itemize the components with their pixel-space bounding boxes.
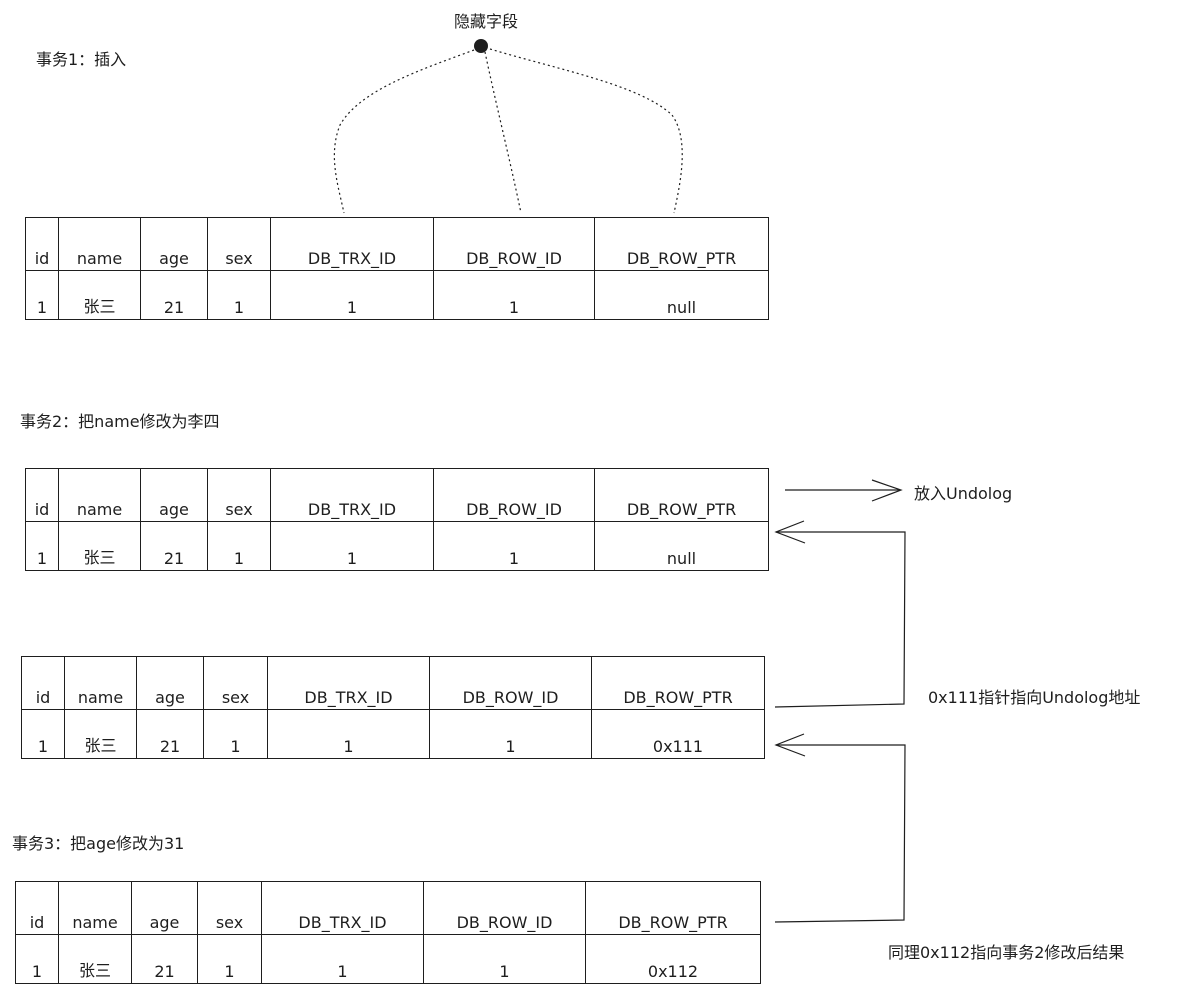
record-table-tx1: id name age sex DB_TRX_ID DB_ROW_ID DB_R…	[25, 217, 769, 320]
col-header-id: id	[15, 881, 59, 935]
col-header-name: name	[58, 468, 141, 522]
col-header-db-row-ptr: DB_ROW_PTR	[594, 217, 769, 271]
header-row: id name age sex DB_TRX_ID DB_ROW_ID DB_R…	[15, 881, 761, 935]
cell-db-row-ptr: null	[594, 521, 769, 571]
cell-sex: 1	[207, 270, 271, 320]
cell-sex: 1	[197, 934, 262, 984]
record-table-tx2-original: id name age sex DB_TRX_ID DB_ROW_ID DB_R…	[25, 468, 769, 571]
cell-name: 张三	[64, 709, 137, 759]
table-row: 1 张三 21 1 1 1 null	[25, 521, 769, 571]
cell-db-row-ptr: 0x111	[591, 709, 765, 759]
table-row: 1 张三 21 1 1 1 0x111	[21, 709, 765, 759]
pointer-note: 0x111指针指向Undolog地址	[928, 688, 1141, 707]
hidden-fields-label: 隐藏字段	[454, 12, 519, 31]
undolog-pointer-arrow	[774, 520, 906, 708]
hidden-field-connector-row-id	[484, 51, 522, 214]
cell-db-trx-id: 1	[270, 521, 434, 571]
tx1-label: 事务1：插入	[36, 50, 127, 69]
undolog-label: 放入Undolog	[914, 484, 1013, 503]
table-row: 1 张三 21 1 1 1 0x112	[15, 934, 761, 984]
col-header-db-row-ptr: DB_ROW_PTR	[594, 468, 769, 522]
cell-db-row-id: 1	[429, 709, 592, 759]
col-header-db-trx-id: DB_TRX_ID	[270, 468, 434, 522]
col-header-name: name	[58, 881, 132, 935]
col-header-db-trx-id: DB_TRX_ID	[261, 881, 424, 935]
cell-name: 张三	[58, 934, 132, 984]
tx2-label: 事务2：把name修改为李四	[20, 412, 220, 431]
col-header-db-trx-id: DB_TRX_ID	[270, 217, 434, 271]
col-header-id: id	[21, 656, 65, 710]
hidden-field-connector-row-ptr	[489, 48, 683, 214]
col-header-id: id	[25, 468, 59, 522]
record-table-tx2-updated: id name age sex DB_TRX_ID DB_ROW_ID DB_R…	[21, 656, 765, 759]
col-header-sex: sex	[197, 881, 262, 935]
col-header-db-trx-id: DB_TRX_ID	[267, 656, 430, 710]
cell-age: 21	[131, 934, 198, 984]
hidden-fields-dot	[474, 39, 488, 53]
col-header-db-row-id: DB_ROW_ID	[433, 468, 595, 522]
table-row: 1 张三 21 1 1 1 null	[25, 270, 769, 320]
header-row: id name age sex DB_TRX_ID DB_ROW_ID DB_R…	[21, 656, 765, 710]
cell-db-row-id: 1	[433, 521, 595, 571]
cell-db-trx-id: 1	[270, 270, 434, 320]
col-header-db-row-id: DB_ROW_ID	[433, 217, 595, 271]
cell-db-row-id: 1	[423, 934, 586, 984]
pointer-note-2: 同理0x112指向事务2修改后结果	[888, 943, 1125, 962]
record-table-tx3: id name age sex DB_TRX_ID DB_ROW_ID DB_R…	[15, 881, 761, 984]
undolog-arrow	[785, 479, 903, 502]
cell-db-trx-id: 1	[267, 709, 430, 759]
col-header-db-row-id: DB_ROW_ID	[423, 881, 586, 935]
cell-db-row-ptr: null	[594, 270, 769, 320]
cell-id: 1	[15, 934, 59, 984]
cell-id: 1	[25, 270, 59, 320]
header-row: id name age sex DB_TRX_ID DB_ROW_ID DB_R…	[25, 217, 769, 271]
hidden-field-connector-trx	[333, 49, 475, 214]
tx2-pointer-arrow	[774, 733, 906, 923]
tx3-label: 事务3：把age修改为31	[12, 834, 185, 853]
col-header-age: age	[136, 656, 204, 710]
cell-name: 张三	[58, 270, 141, 320]
cell-sex: 1	[203, 709, 268, 759]
cell-db-row-id: 1	[433, 270, 595, 320]
col-header-db-row-ptr: DB_ROW_PTR	[585, 881, 761, 935]
col-header-db-row-ptr: DB_ROW_PTR	[591, 656, 765, 710]
cell-db-row-ptr: 0x112	[585, 934, 761, 984]
cell-id: 1	[21, 709, 65, 759]
cell-name: 张三	[58, 521, 141, 571]
